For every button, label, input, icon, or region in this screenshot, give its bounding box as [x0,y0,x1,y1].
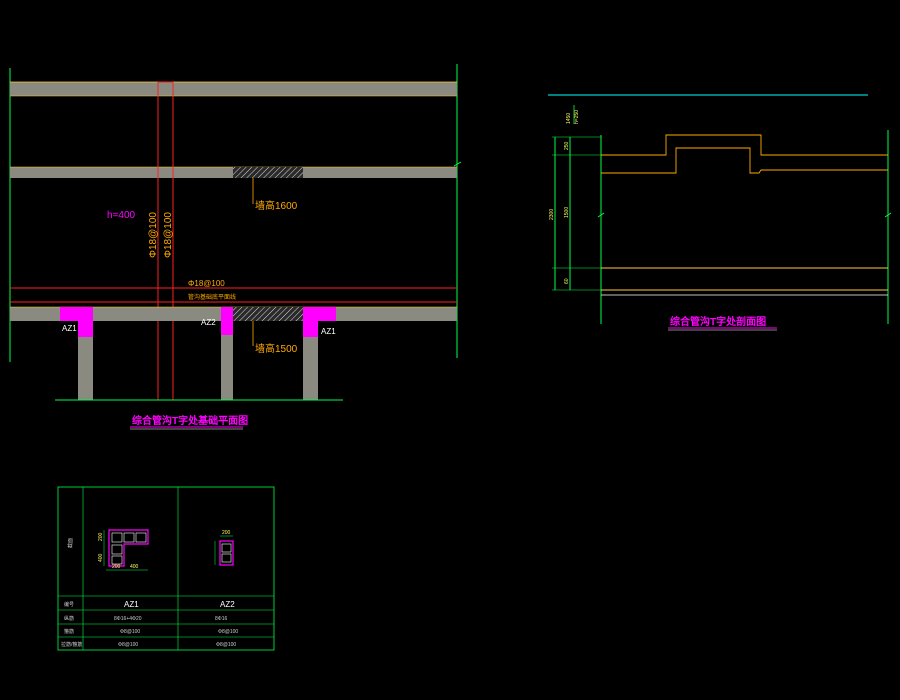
table-row-az2-4: Φ8@100 [216,642,236,648]
column-az1-right [303,307,336,337]
table-row-az1-2: 8Φ16+4Φ20 [114,616,142,622]
column-az2 [221,307,233,335]
az1-rebar-box-3 [135,532,147,543]
az2-section-sketch: 200 [214,530,234,566]
table-header-label: 截面 [67,538,74,548]
column-az1-left [60,307,93,337]
branch-wall-left [78,321,93,400]
az1-rebar-box-2 [123,532,135,543]
section-dim-left-4: 60 [564,278,570,284]
column-label-az1-left: AZ1 [62,324,77,333]
branch-wall-right [303,321,318,400]
table-row-az1-1: AZ1 [124,600,139,609]
plan-break-mark [453,161,462,167]
az2-rebar-box-2 [221,553,232,563]
table-border [57,486,275,651]
plan-view: h=400 Φ18@100 Φ18@100 Φ18@100 管沟基础底平面线 墙… [9,64,462,430]
height-label: h=400 [107,210,136,221]
az2-dim-text-1: 200 [222,530,231,536]
plan-title: 综合管沟T字处基础平面图 [132,414,248,427]
section-view: 1450 h=250 250 2300 1500 60 综合管沟T字处剖面图 [548,94,892,331]
section-dim-left-2: 2300 [549,209,555,220]
az1-rebar-box-5 [111,555,123,565]
section-top-profile-inner [601,147,888,174]
table-row-az2-2: 8Φ16 [215,616,228,622]
az1-rebar-box-1 [111,532,123,543]
az1-dim-text-3: 200 [98,532,104,541]
table-row-az2-1: AZ2 [220,600,235,609]
section-top-profile-outer [601,134,888,156]
table-row-label-4: 拉筋/箍筋 [61,641,82,648]
wall-top-height-label: 墙高1600 [255,199,298,212]
section-dim-top-1: 1450 [566,113,572,124]
section-break-left [597,212,605,218]
column-schedule-table: 截面 200 400 200 400 200 编号 AZ1 [57,486,275,651]
table-row-label-1: 编号 [64,601,74,608]
rebar-label-h: Φ18@100 [188,279,225,288]
column-label-az1-right: AZ1 [321,327,336,336]
az1-rebar-box-4 [111,544,123,555]
section-title: 综合管沟T字处剖面图 [670,315,766,328]
az2-rebar-box-1 [221,543,232,553]
middle-wall-opening-hatch [233,167,303,178]
column-label-az2: AZ2 [201,318,216,327]
top-wall [10,82,457,96]
az1-section-sketch: 200 400 200 400 [98,529,149,571]
section-dim-left-3: 1500 [564,207,570,218]
az1-dim-text-4: 400 [98,553,104,562]
az1-outline [108,529,149,567]
table-row-label-3: 箍筋 [64,628,74,635]
az1-dim-text-1: 200 [112,564,121,570]
bottom-wall-opening-hatch [232,307,304,321]
section-dim-top-2: h=250 [574,110,580,124]
az2-outline [219,540,234,566]
foundation-edge-label: 管沟基础底平面线 [188,293,236,301]
rebar-label-v2: Φ18@100 [163,212,174,258]
table-row-az1-4: Φ8@100 [118,642,138,648]
section-break-right [884,212,892,218]
table-row-label-2: 纵筋 [64,615,74,622]
rebar-label-v1: Φ18@100 [148,212,159,258]
section-dim-left-1: 250 [564,141,570,150]
table-row-az2-3: Φ8@100 [218,629,238,635]
wall-bottom-height-label: 墙高1500 [255,342,298,355]
table-row-az1-3: Φ8@100 [120,629,140,635]
az1-dim-text-2: 400 [130,564,139,570]
